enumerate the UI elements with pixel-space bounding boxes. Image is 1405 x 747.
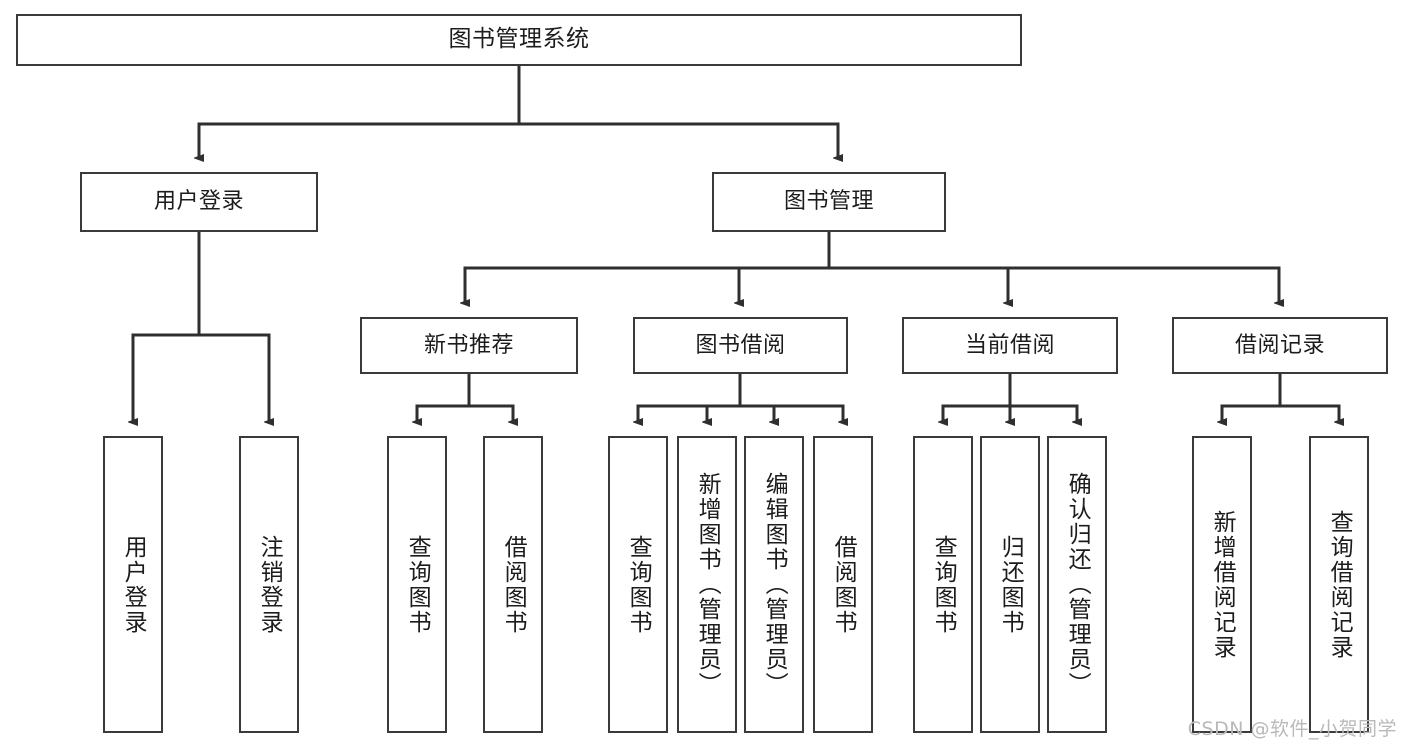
- leaf-query-book-recommend[interactable]: 查询图书: [387, 436, 447, 733]
- node-label: 图书借阅: [695, 332, 786, 358]
- leaf-add-book-admin[interactable]: 新增图书（管理员）: [677, 436, 737, 733]
- node-user-login[interactable]: 用户登录: [80, 172, 318, 232]
- node-book-management[interactable]: 图书管理: [712, 172, 946, 232]
- node-label: 注销登录: [256, 534, 283, 635]
- node-book-borrow[interactable]: 图书借阅: [633, 317, 848, 374]
- node-label: 查询图书: [404, 534, 431, 635]
- node-label: 借阅图书: [830, 534, 857, 635]
- leaf-borrow-book[interactable]: 借阅图书: [813, 436, 873, 733]
- leaf-add-borrow-record[interactable]: 新增借阅记录: [1192, 436, 1252, 733]
- leaf-user-login[interactable]: 用户登录: [103, 436, 163, 733]
- leaf-query-book-current[interactable]: 查询图书: [913, 436, 973, 733]
- leaf-confirm-return-admin[interactable]: 确认归还（管理员）: [1047, 436, 1107, 733]
- leaf-query-borrow-record[interactable]: 查询借阅记录: [1309, 436, 1369, 733]
- node-label: 查询图书: [625, 534, 652, 635]
- node-label: 图书管理系统: [448, 26, 590, 53]
- leaf-borrow-book-recommend[interactable]: 借阅图书: [483, 436, 543, 733]
- node-current-borrow[interactable]: 当前借阅: [902, 317, 1118, 374]
- node-root-book-management-system[interactable]: 图书管理系统: [16, 14, 1022, 66]
- node-label: 当前借阅: [964, 332, 1055, 358]
- leaf-return-book[interactable]: 归还图书: [980, 436, 1040, 733]
- leaf-user-logout[interactable]: 注销登录: [239, 436, 299, 733]
- node-label: 用户登录: [153, 189, 244, 215]
- node-label: 编辑图书（管理员）: [761, 472, 788, 697]
- leaf-edit-book-admin[interactable]: 编辑图书（管理员）: [744, 436, 804, 733]
- node-borrow-record[interactable]: 借阅记录: [1172, 317, 1388, 374]
- node-label: 查询借阅记录: [1326, 509, 1353, 660]
- node-label: 新增图书（管理员）: [694, 472, 721, 697]
- node-label: 借阅图书: [500, 534, 527, 635]
- node-label: 查询图书: [930, 534, 957, 635]
- node-label: 新增借阅记录: [1209, 509, 1236, 660]
- node-label: 借阅记录: [1234, 332, 1325, 358]
- node-label: 图书管理: [783, 189, 874, 215]
- leaf-query-book-borrow[interactable]: 查询图书: [608, 436, 668, 733]
- node-label: 新书推荐: [423, 332, 514, 358]
- node-label: 用户登录: [120, 534, 147, 635]
- node-label: 归还图书: [997, 534, 1024, 635]
- watermark: CSDN @软件_小贺同学: [1187, 718, 1397, 740]
- node-new-book-recommend[interactable]: 新书推荐: [360, 317, 578, 374]
- node-label: 确认归还（管理员）: [1064, 472, 1091, 697]
